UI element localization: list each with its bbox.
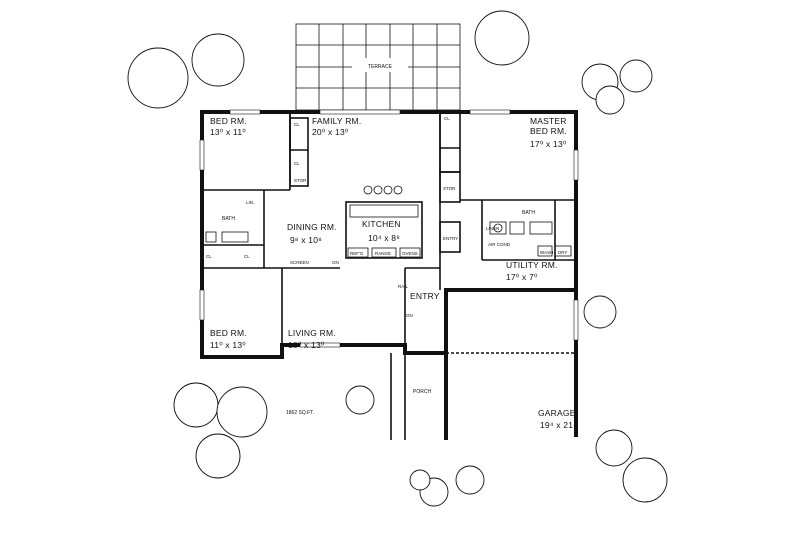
- porch-label: PORCH: [413, 389, 431, 395]
- linen-right-label: LINEN: [486, 226, 499, 231]
- closet-family-label: CL: [294, 122, 300, 127]
- bath-right-label: BATH: [522, 210, 535, 216]
- entry-label: ENTRY: [410, 291, 440, 301]
- closet-master-label: CL: [444, 116, 450, 121]
- family-room-label: FAMILY RM.: [312, 116, 361, 126]
- range-label: RANGE: [375, 251, 391, 256]
- storage-family-label: STOR: [294, 178, 307, 183]
- garage-size: 19⁴ x 21⁴: [540, 420, 577, 430]
- landscape-trees: [127, 10, 668, 507]
- refg-label: REF'G: [350, 251, 364, 256]
- on-label-dining: ON: [332, 260, 339, 265]
- dry-label: DRY: [558, 250, 567, 255]
- linen-left-label: LIN.: [246, 200, 254, 205]
- master-bed-size: 17⁰ x 13⁰: [530, 139, 567, 149]
- closet-family-2-label: CL: [294, 161, 300, 166]
- bath-left-label: BATH: [222, 216, 235, 222]
- master-label: MASTER: [530, 116, 567, 126]
- bath-fixtures: [205, 221, 572, 257]
- air-cond-label: AIR COND: [488, 242, 511, 247]
- dining-room-size: 9⁸ x 10⁸: [290, 235, 322, 245]
- rail-label: RAIL: [398, 284, 409, 289]
- screen-label: SCREEN: [290, 260, 309, 265]
- living-room-label: LIVING RM.: [288, 328, 336, 338]
- storage-master-label: STOR: [443, 186, 456, 191]
- closet-bath-2-label: CL: [244, 254, 250, 259]
- terrace-label: TERRACE: [368, 64, 393, 70]
- closet-bath-label: CL: [206, 254, 212, 259]
- bed-room-2-label: BED RM.: [210, 328, 247, 338]
- kitchen-label: KITCHEN: [362, 219, 401, 229]
- wash-label: WASH: [540, 250, 553, 255]
- entry-closet-label: ENTRY: [443, 236, 458, 241]
- square-footage-label: 1862 SQ.FT.: [286, 410, 314, 416]
- utility-room-size: 17⁰ x 7⁰: [506, 272, 538, 282]
- living-room-size: 18⁰ x 13⁰: [288, 340, 325, 350]
- bed-room-1-size: 13⁰ x 11⁰: [210, 127, 246, 137]
- ovens-label: OVENS: [402, 251, 418, 256]
- bed-room-1-label: BED RM.: [210, 116, 247, 126]
- dining-room-label: DINING RM.: [287, 222, 337, 232]
- master-bed-label: BED RM.: [530, 126, 567, 136]
- kitchen-fixtures: [345, 185, 423, 259]
- windows: [199, 109, 579, 348]
- kitchen-size: 10⁴ x 8⁸: [368, 233, 400, 243]
- bed-room-2-size: 11⁰ x 13⁰: [210, 340, 246, 350]
- family-room-size: 20⁰ x 13⁰: [312, 127, 349, 137]
- garage-label: GARAGE: [538, 408, 576, 418]
- on-label-entry: ON: [406, 313, 413, 318]
- utility-room-label: UTILITY RM.: [506, 260, 558, 270]
